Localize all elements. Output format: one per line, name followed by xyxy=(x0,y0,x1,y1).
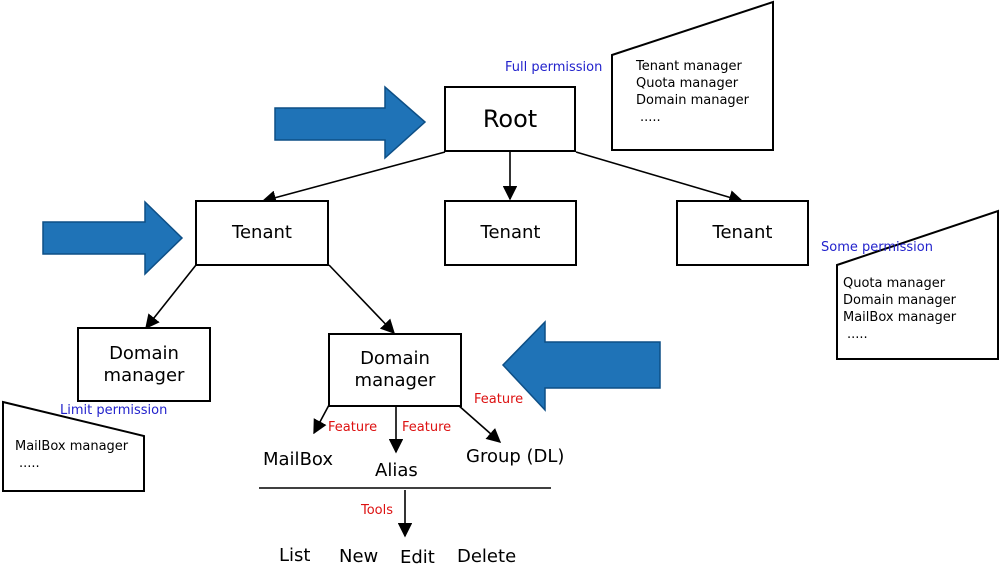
root-node: Root xyxy=(444,86,576,152)
note-item: ..... xyxy=(640,110,661,125)
edge-root-tenant-right xyxy=(575,151,744,205)
limit-permission-note-shape xyxy=(2,400,145,492)
note-item: Domain manager xyxy=(843,293,957,308)
tenant-node-right-label: Tenant xyxy=(712,222,773,244)
edge-domain-mailbox xyxy=(313,404,330,435)
note-item: ..... xyxy=(847,327,868,342)
tenant-node-right: Tenant xyxy=(676,200,809,266)
feature-label-alias: Feature xyxy=(402,420,452,435)
tool-list: List xyxy=(279,545,311,566)
feature-group-dl: Group (DL) xyxy=(466,446,565,467)
some-permission-note: Quota manager Domain manager MailBox man… xyxy=(843,275,956,343)
edge-root-tenant-left xyxy=(261,151,446,205)
edge-tenant-domain-left xyxy=(145,264,197,330)
note-item: MailBox manager xyxy=(15,439,129,454)
note-item: Quota manager xyxy=(636,76,739,91)
edge-tenant-domain-mid xyxy=(328,264,395,335)
feature-label-mailbox: Feature xyxy=(328,420,378,435)
pointer-arrow-tenant xyxy=(42,200,184,276)
note-item: Domain manager xyxy=(636,93,750,108)
tenant-node-mid-label: Tenant xyxy=(480,222,541,244)
note-item: MailBox manager xyxy=(843,310,957,325)
tenant-node-left: Tenant xyxy=(195,200,329,266)
some-permission-note-shape xyxy=(836,209,999,360)
domain-manager-left-line1: Domain xyxy=(109,342,179,364)
feature-label-group: Feature xyxy=(474,392,524,407)
tool-delete: Delete xyxy=(457,546,517,567)
domain-manager-mid-line2: manager xyxy=(354,370,436,391)
tool-edit: Edit xyxy=(400,547,435,568)
feature-alias: Alias xyxy=(375,460,418,481)
domain-manager-node-left: Domain manager xyxy=(77,327,211,402)
full-permission-label: Full permission xyxy=(505,60,603,75)
tenant-node-left-label: Tenant xyxy=(232,222,292,244)
domain-manager-mid-line1: Domain xyxy=(360,348,430,370)
pointer-arrow-root xyxy=(274,85,427,160)
domain-manager-left-line2: manager xyxy=(103,364,185,386)
tools-label: Tools xyxy=(361,503,394,518)
limit-permission-note: MailBox manager ..... xyxy=(15,438,128,472)
full-permission-note-shape xyxy=(611,0,774,151)
feature-mailbox: MailBox xyxy=(263,449,334,470)
edge-domain-group xyxy=(457,404,502,443)
root-node-label: Root xyxy=(482,104,538,133)
note-item: ..... xyxy=(19,456,40,471)
full-permission-note: Tenant manager Quota manager Domain mana… xyxy=(636,58,749,126)
note-item: Quota manager xyxy=(843,276,946,291)
some-permission-label: Some permission xyxy=(821,240,933,255)
limit-permission-label: Limit permission xyxy=(60,403,168,418)
tool-new: New xyxy=(339,546,379,567)
tenant-node-mid: Tenant xyxy=(444,200,577,266)
pointer-arrow-domain-manager xyxy=(501,320,661,412)
note-item: Tenant manager xyxy=(636,59,742,74)
domain-manager-node-mid: Domain manager xyxy=(328,333,462,407)
